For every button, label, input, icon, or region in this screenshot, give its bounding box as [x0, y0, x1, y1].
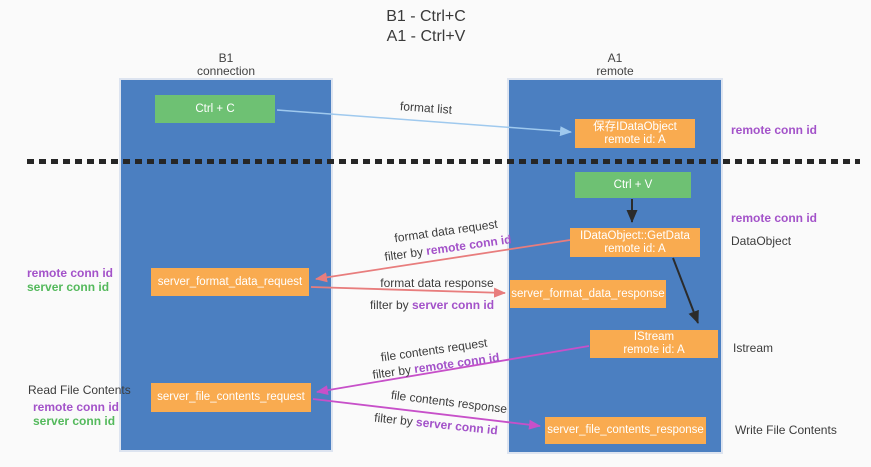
node-ctrl-v: Ctrl + V [575, 172, 691, 198]
left-conn-id-block-mid: remote conn id server conn id [27, 266, 113, 294]
node-server-format-data-response: server_format_data_response [510, 280, 666, 308]
remote-conn-id-right-mid: remote conn id [731, 211, 818, 225]
node-server-file-contents-response-label: server_file_contents_response [547, 424, 704, 436]
filter-by-server-conn-id-file: filter by server conn id [374, 411, 499, 438]
lane-b1-subtitle: connection [196, 64, 256, 78]
node-ctrl-c: Ctrl + C [155, 95, 275, 123]
filter-by-text: filter by [373, 410, 417, 429]
node-save-idataobject-line2: remote id: A [604, 133, 666, 146]
filter-by-text: filter by [371, 362, 416, 382]
format-list-label: format list [400, 99, 453, 117]
remote-conn-id-left-bottom: remote conn id [33, 400, 120, 414]
format-data-response-label: format data response [380, 276, 493, 290]
remote-conn-id-right-top: remote conn id [731, 123, 818, 137]
node-ctrl-v-label: Ctrl + V [613, 178, 653, 191]
filter-by-server-conn-id-format: filter by server conn id [370, 298, 494, 312]
node-save-idataobject-line1: 保存IDataObject [593, 120, 677, 133]
node-server-format-data-response-label: server_format_data_response [511, 287, 665, 300]
node-idataobject-getdata-line1: IDataObject::GetData [580, 229, 690, 242]
format-data-response-text: format data response [380, 276, 494, 290]
lane-b1-name: B1 [218, 51, 234, 65]
title-line-1: B1 - Ctrl+C [386, 8, 466, 25]
lane-a1-subtitle: remote [596, 64, 634, 78]
format-list-text: format list [399, 99, 453, 117]
lane-header-b1: B1 connection [119, 52, 333, 78]
node-server-file-contents-request: server_file_contents_request [151, 383, 311, 412]
node-istream: IStream remote id: A [590, 330, 718, 358]
filter-by-text: filter by [383, 244, 428, 264]
dashed-separator-line [27, 159, 860, 164]
istream-side-label: Istream [733, 341, 774, 355]
left-conn-id-block-bottom: remote conn id server conn id [33, 400, 119, 428]
diagram-title: B1 - Ctrl+C A1 - Ctrl+V [0, 7, 852, 47]
server-conn-id-left-bottom: server conn id [33, 414, 116, 428]
remote-conn-id-left-mid: remote conn id [27, 266, 114, 280]
node-server-format-data-request: server_format_data_request [151, 268, 309, 296]
node-idataobject-getdata: IDataObject::GetData remote id: A [570, 228, 700, 257]
file-contents-response-text: file contents response [390, 387, 508, 417]
node-istream-line2: remote id: A [623, 344, 685, 356]
server-conn-id-text: server conn id [415, 414, 499, 438]
title-line-2: A1 - Ctrl+V [386, 28, 466, 45]
read-file-contents-label: Read File Contents [28, 383, 131, 397]
node-istream-line1: IStream [633, 331, 675, 343]
node-server-file-contents-request-label: server_file_contents_request [157, 391, 305, 403]
dataobject-label: DataObject [731, 234, 792, 248]
node-save-idataobject: 保存IDataObject remote id: A [575, 119, 695, 148]
node-server-file-contents-response: server_file_contents_response [545, 417, 706, 444]
node-server-format-data-request-label: server_format_data_request [157, 275, 303, 288]
file-contents-response-label: file contents response [390, 388, 508, 416]
lane-header-a1: A1 remote [507, 52, 723, 78]
write-file-contents-label: Write File Contents [735, 423, 837, 437]
node-ctrl-c-label: Ctrl + C [195, 102, 235, 115]
server-conn-id-text: server conn id [411, 298, 495, 312]
filter-by-text: filter by [369, 298, 412, 312]
lane-a1-name: A1 [607, 51, 623, 65]
server-conn-id-left-mid: server conn id [27, 280, 110, 294]
node-idataobject-getdata-line2: remote id: A [604, 242, 666, 255]
